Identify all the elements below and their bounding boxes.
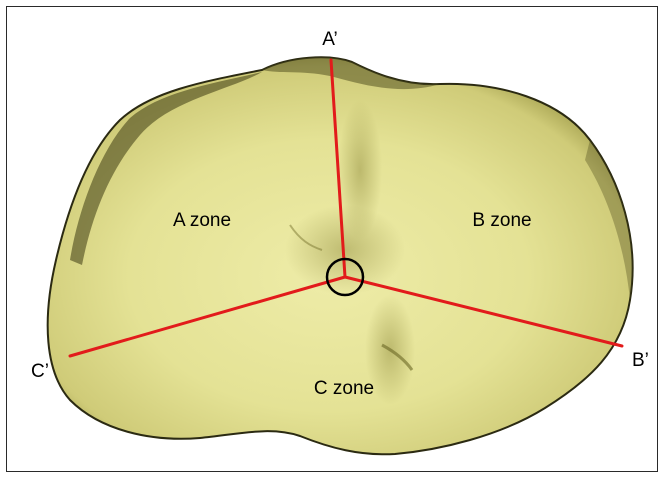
label-b-zone: B zone bbox=[472, 210, 531, 231]
label-a-zone: A zone bbox=[173, 210, 231, 231]
label-b-prime: B’ bbox=[632, 350, 649, 371]
label-c-zone: C zone bbox=[314, 378, 374, 399]
label-c-prime: C’ bbox=[31, 361, 49, 382]
groove-shadow-upper bbox=[338, 100, 382, 240]
label-a-prime: A’ bbox=[322, 29, 337, 50]
